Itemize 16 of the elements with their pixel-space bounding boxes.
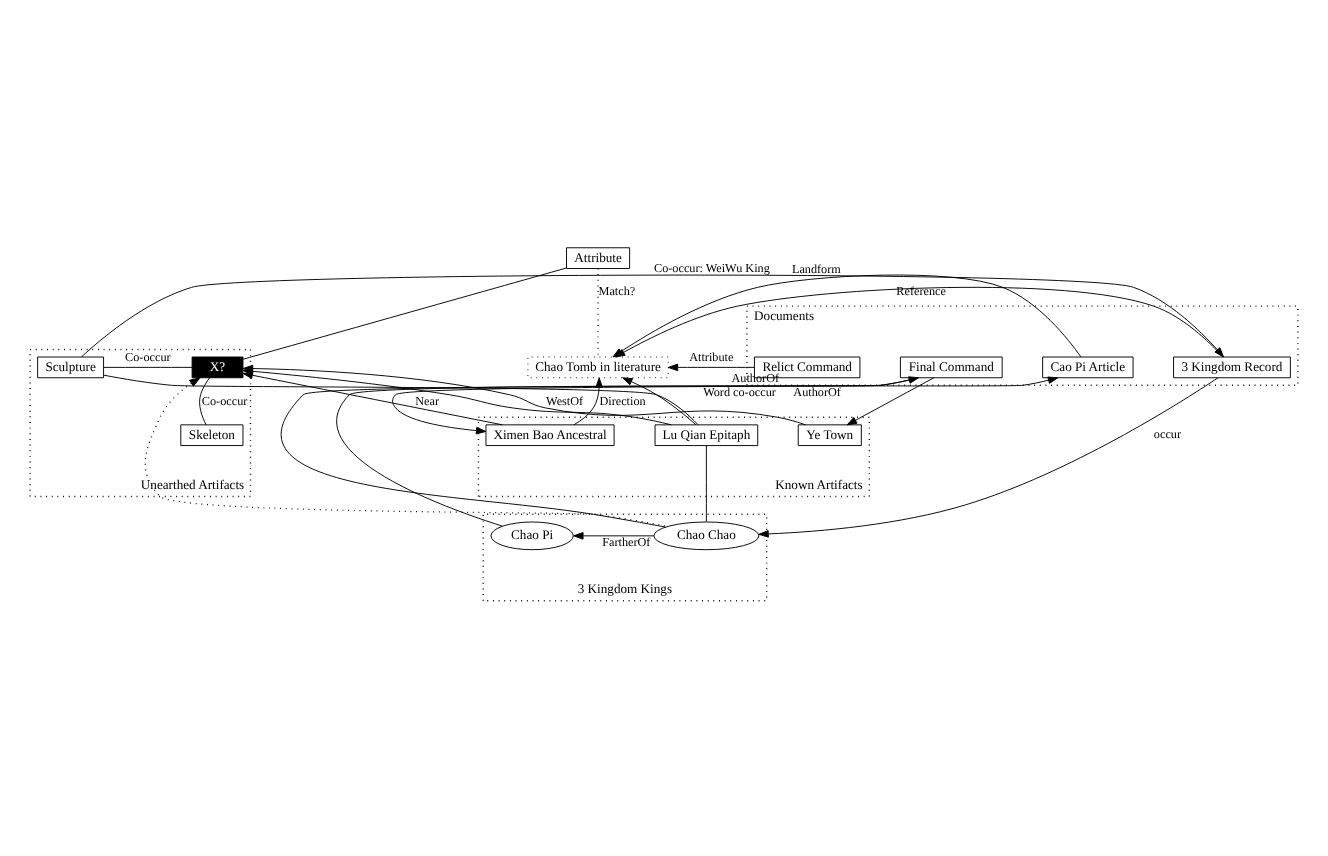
arrow	[573, 532, 655, 540]
arrow	[392, 377, 919, 435]
arrow	[573, 377, 603, 426]
arrow	[280, 376, 919, 528]
connector	[597, 268, 599, 358]
connector	[242, 267, 567, 360]
arrow	[846, 377, 935, 426]
arrow	[622, 377, 697, 426]
arrow	[667, 363, 755, 372]
connector	[199, 377, 210, 426]
connector	[705, 445, 707, 523]
arrow	[336, 376, 1059, 527]
connector	[103, 366, 193, 368]
arrow	[144, 376, 668, 528]
arrow	[758, 377, 1219, 538]
connector	[103, 374, 699, 426]
